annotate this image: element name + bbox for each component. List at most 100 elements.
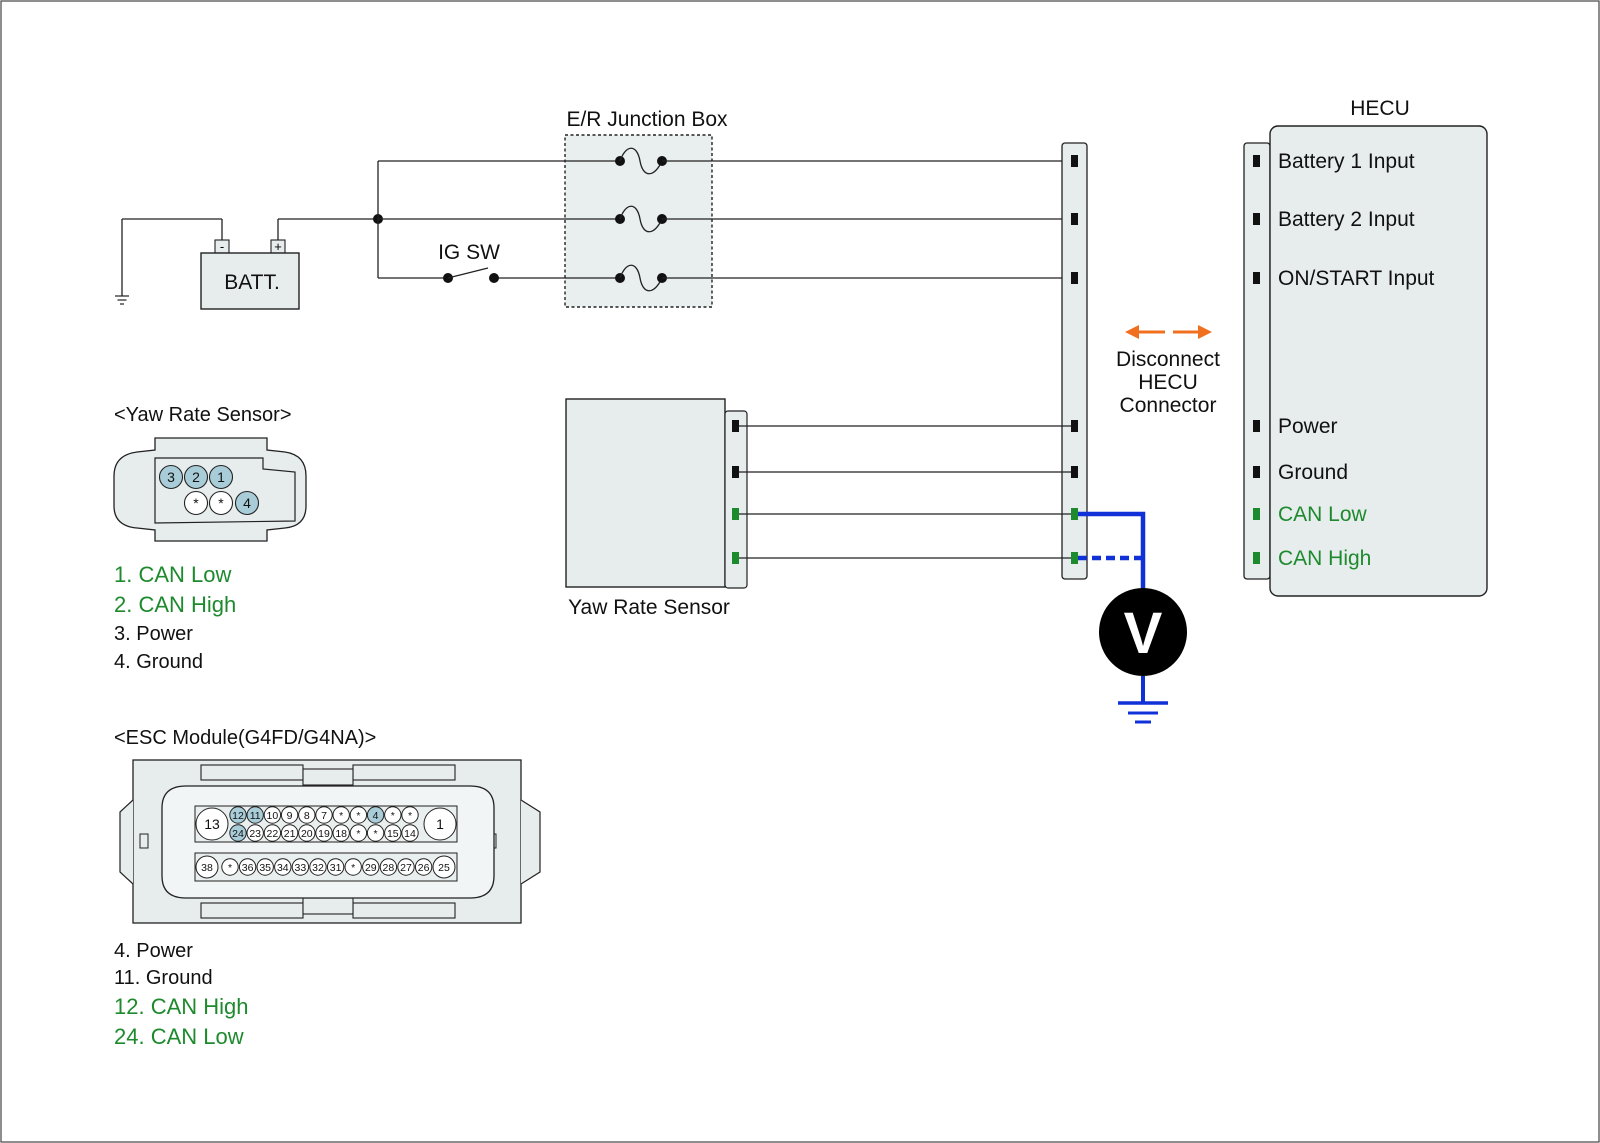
yaw-rate-sensor: Yaw Rate Sensor: [565, 398, 1071, 619]
fuse-1-icon: [615, 147, 667, 175]
yaw-pin: [208, 490, 234, 516]
hecu-pin-label: Battery 2 Input: [1278, 208, 1415, 231]
esc-pin-label: 9: [287, 810, 293, 822]
disconnect-text-line2: HECU: [1138, 371, 1198, 394]
hecu-pin-label: Ground: [1278, 461, 1348, 484]
esc-pin: [298, 806, 316, 824]
hecu-pin-label: ON/START Input: [1278, 267, 1435, 290]
hecu-pin-label: CAN High: [1278, 547, 1371, 570]
esc-pin: [349, 806, 368, 824]
arrow-left-icon: [1125, 325, 1165, 339]
harness-connector: [1061, 142, 1088, 580]
hecu-pin-marker: [1253, 508, 1260, 520]
esc-pin-label: 27: [400, 862, 412, 874]
esc-pin-label: *: [339, 810, 343, 822]
esc-pin: [414, 858, 433, 876]
esc-pin: [349, 824, 368, 842]
yaw-pin-label: 4: [243, 495, 251, 511]
esc-pin: [379, 858, 398, 876]
esc-pin: [315, 806, 333, 824]
esc-pin: [298, 824, 316, 842]
esc-pin-label: 34: [277, 862, 289, 874]
esc-pin-label: 25: [438, 862, 450, 874]
esc-pin-label: 33: [295, 862, 307, 874]
disconnect-text-line1: Disconnect: [1116, 348, 1220, 371]
esc-pin: [238, 858, 257, 876]
esc-pin-label: *: [356, 828, 360, 840]
yaw-sensor-plug: [724, 410, 748, 589]
esc-pin: [423, 807, 457, 841]
battery-minus-label: -: [220, 239, 224, 254]
chassis-ground-icon: [115, 295, 129, 305]
junction-box-title: E/R Junction Box: [566, 108, 728, 131]
hecu-pin-marker: [1253, 420, 1260, 432]
esc-pin-label: 11: [250, 810, 261, 822]
esc-legend-item: 11. Ground: [114, 967, 213, 989]
yaw-pin: [183, 464, 209, 490]
esc-pin: [384, 806, 402, 824]
esc-pin: [366, 806, 385, 824]
disconnect-text-line3: Connector: [1120, 394, 1217, 417]
esc-pin: [291, 858, 310, 876]
yaw-legend-item: 3. Power: [114, 623, 193, 645]
hecu-pin-marker: [1253, 272, 1260, 284]
esc-pin: [263, 806, 282, 824]
hecu-pin-marker: [1253, 466, 1260, 478]
esc-legend-item: 24. CAN Low: [114, 1024, 244, 1049]
esc-pin-label: 38: [201, 862, 213, 874]
battery-plus-label: +: [274, 239, 282, 254]
harness-connector-body: [1061, 142, 1088, 580]
esc-pin-label: 12: [232, 810, 244, 822]
esc-pin-label: 7: [321, 810, 327, 822]
esc-pin: [221, 858, 239, 876]
esc-pin-label: *: [356, 810, 360, 822]
esc-pin: [195, 807, 229, 841]
yaw-pin-label: 2: [192, 469, 200, 485]
ignition-switch: IG SW: [438, 241, 500, 283]
esc-pin-label: 19: [318, 828, 330, 840]
esc-pin-label: *: [351, 862, 355, 874]
esc-legend-item: 12. CAN High: [114, 994, 249, 1019]
yaw-connector-housing: [113, 437, 307, 542]
arrow-right-icon: [1173, 325, 1212, 339]
esc-pin-label: 32: [312, 862, 324, 874]
esc-connector-title: <ESC Module(G4FD/G4NA)>: [114, 727, 376, 749]
yaw-sensor-label: Yaw Rate Sensor: [568, 596, 730, 619]
esc-pin: [397, 858, 415, 876]
esc-pin-label: 35: [259, 862, 271, 874]
esc-pin-label: 20: [301, 828, 313, 840]
esc-pin: [263, 824, 282, 842]
esc-connector-legend: 4. Power 11. Ground 12. CAN High 24. CAN Lo…: [114, 940, 249, 1049]
esc-pin-label: 29: [365, 862, 377, 874]
yaw-connector-title: <Yaw Rate Sensor>: [114, 404, 292, 426]
esc-pin: [315, 824, 333, 842]
esc-pin-label: *: [374, 828, 378, 840]
battery-label: BATT.: [224, 271, 280, 294]
yaw-pin-label: *: [193, 495, 199, 511]
esc-pin: [344, 858, 362, 876]
voltmeter: V: [1078, 511, 1187, 724]
yaw-pin: [208, 464, 234, 490]
esc-pin: [332, 806, 350, 824]
esc-pin-label: 14: [404, 828, 416, 840]
esc-pin: [229, 806, 247, 824]
esc-pin-label: 23: [249, 828, 261, 840]
esc-pin-label: 8: [304, 810, 310, 822]
battery-body: [200, 252, 300, 310]
esc-pin: [362, 858, 380, 876]
esc-pin: [280, 806, 299, 824]
esc-pin: [326, 858, 345, 876]
esc-pin-label: *: [391, 810, 395, 822]
esc-pin: [229, 824, 247, 842]
voltmeter-icon: V: [1124, 601, 1163, 666]
esc-pin-label: 4: [373, 810, 379, 822]
hecu-title: HECU: [1350, 97, 1410, 120]
hecu-body: [1269, 125, 1488, 597]
esc-pin-label: 10: [267, 810, 279, 822]
esc-legend-item: 4. Power: [114, 940, 193, 962]
